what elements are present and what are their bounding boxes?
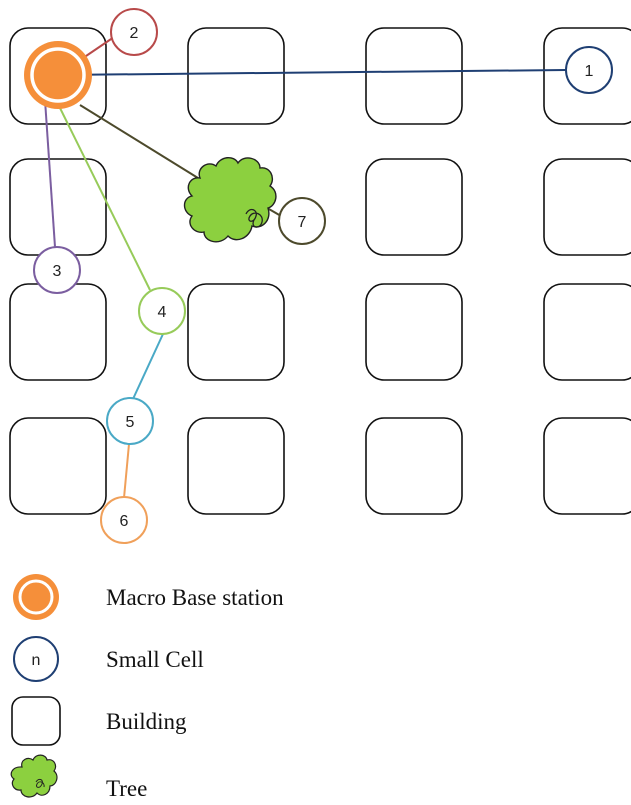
small-cell-label: 7 [298, 214, 307, 231]
legend-small-cell-label: Small Cell [106, 647, 204, 672]
small-cell-label: 3 [53, 263, 62, 280]
building [9, 417, 107, 515]
legend-building-label: Building [106, 709, 187, 734]
legend-building: Building [11, 696, 187, 746]
tree [183, 157, 277, 243]
small-cell-label: 2 [130, 25, 139, 42]
small-cell-4: 4 [138, 287, 186, 335]
building [187, 417, 285, 515]
building [9, 27, 107, 125]
tree-squiggle [245, 208, 263, 228]
small-cell-label: 6 [120, 513, 129, 530]
legend-macro-label: Macro Base station [106, 585, 284, 610]
legend-small-cell: n Small Cell [13, 636, 204, 682]
link-6 [123, 443, 130, 499]
small-cell-1: 1 [565, 46, 613, 94]
link-4 [59, 107, 151, 291]
small-cell-label: 1 [585, 63, 594, 80]
building [543, 283, 631, 381]
legend-small-cell-symbol: n [32, 652, 41, 669]
tree-canopy [183, 157, 277, 243]
legend-tree: Tree [10, 754, 147, 801]
legend: Macro Base station n Small Cell Building… [10, 574, 284, 801]
link-1 [57, 69, 567, 76]
small-cell-label: 5 [126, 414, 135, 431]
macro-base-station [24, 41, 92, 109]
legend-macro: Macro Base station [13, 574, 284, 620]
building [187, 27, 285, 125]
building [187, 283, 285, 381]
small-cell-6: 6 [100, 496, 148, 544]
building [543, 158, 631, 256]
link-5 [132, 333, 164, 400]
links [44, 34, 567, 499]
small-cell-5: 5 [106, 397, 154, 445]
building [365, 27, 463, 125]
building [543, 417, 631, 515]
building [365, 158, 463, 256]
building [365, 417, 463, 515]
small-cells: 1 2 3 4 5 6 7 [33, 8, 613, 544]
building [9, 283, 107, 381]
small-cell-3: 3 [33, 246, 81, 294]
building-grid [9, 27, 631, 515]
building [365, 283, 463, 381]
link-3 [44, 99, 56, 248]
link-7a [79, 104, 199, 179]
small-cell-2: 2 [110, 8, 158, 56]
building [543, 27, 631, 125]
legend-tree-label: Tree [106, 776, 147, 801]
small-cell-label: 4 [158, 304, 167, 321]
legend-tree-icon [10, 754, 58, 798]
small-cell-7: 7 [278, 197, 326, 245]
